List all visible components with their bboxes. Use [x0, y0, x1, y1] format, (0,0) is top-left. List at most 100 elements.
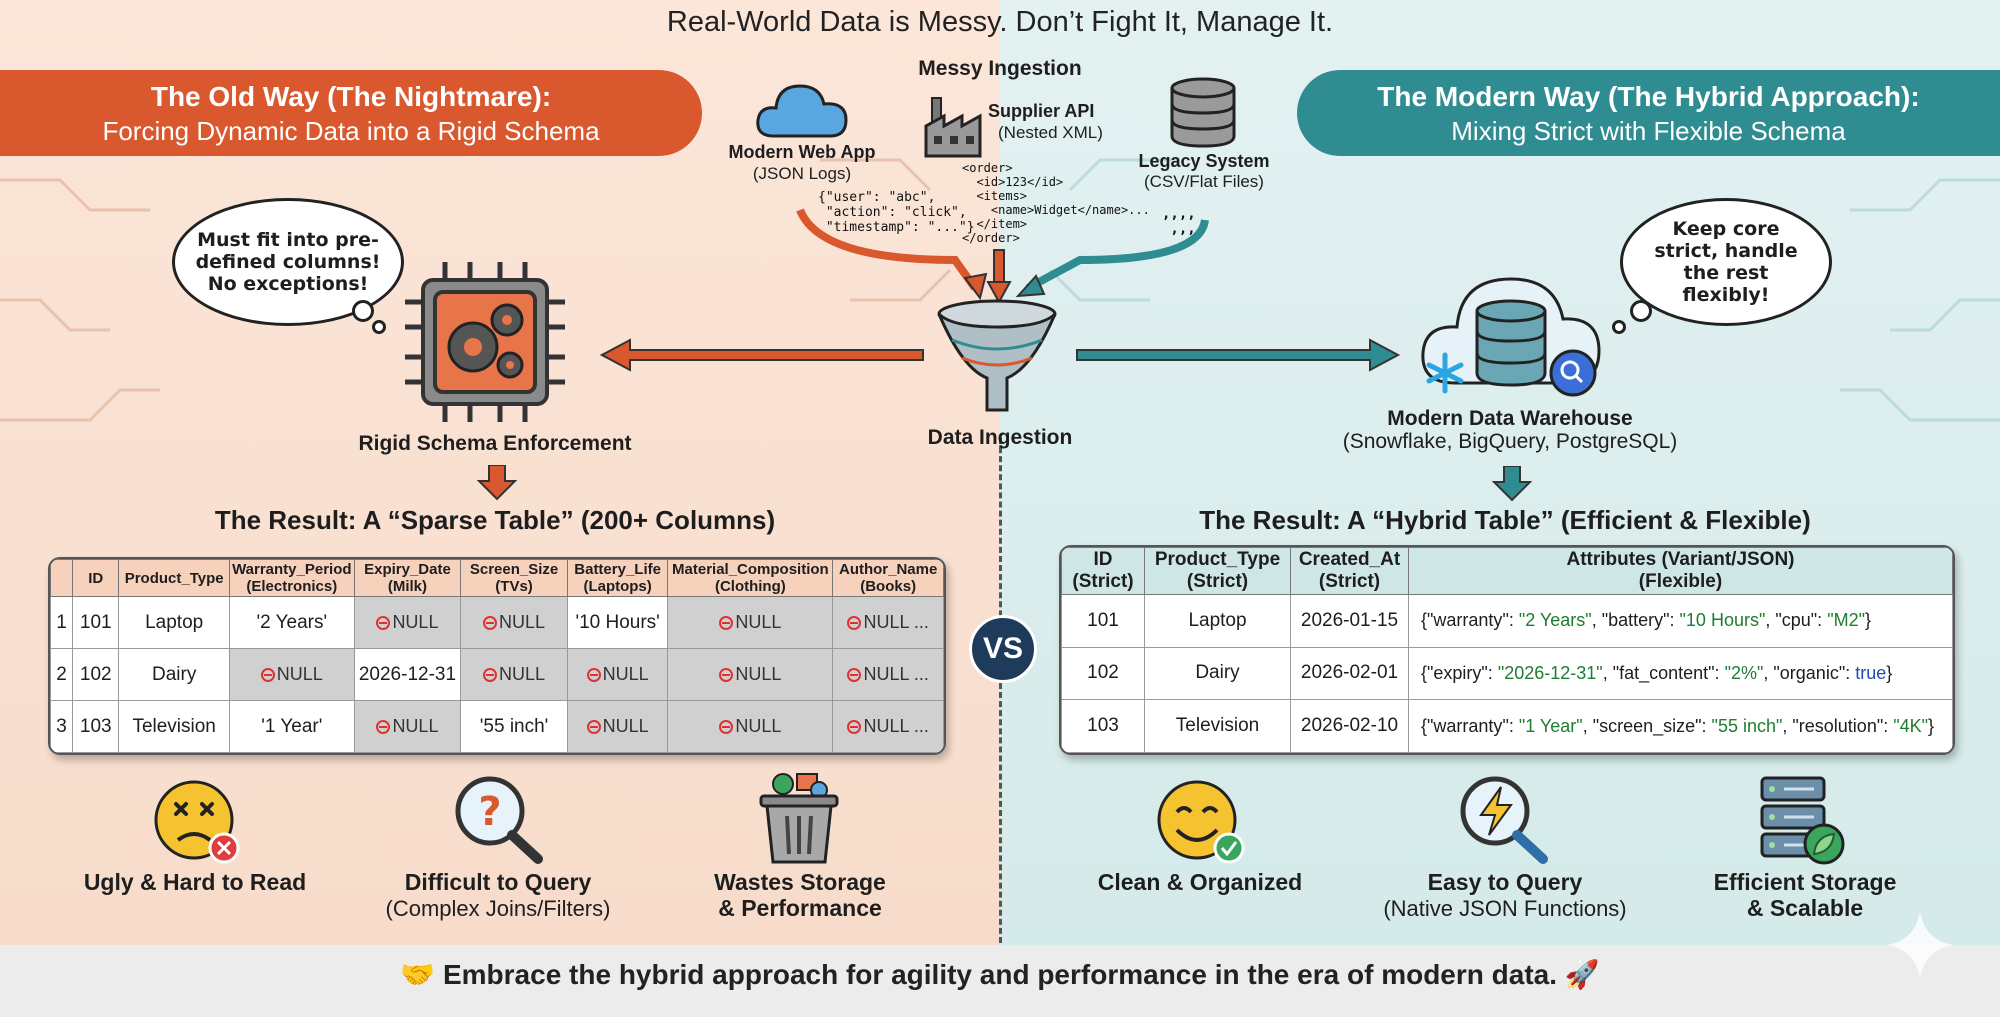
cell-value: NULL — [392, 716, 439, 736]
new-way-banner: The Modern Way (The Hybrid Approach): Mi… — [1297, 70, 2000, 156]
table-cell: 2026-01-15 — [1290, 594, 1409, 648]
new-feature-query: Easy to Query — [1427, 869, 1583, 895]
table-cell: Dairy — [118, 648, 230, 701]
cell-value: 101 — [79, 611, 112, 633]
cell-value: Television — [132, 715, 216, 737]
table-cell: 2 — [50, 648, 74, 701]
old-feature-query: Difficult to Query — [404, 869, 592, 895]
table-cell: NULL — [353, 596, 462, 649]
sparse-header-sub: (Clothing) — [714, 578, 786, 595]
sparse-header-sub: (Laptops) — [583, 578, 652, 595]
old-feature-ugly: Ugly & Hard to Read — [83, 869, 307, 895]
sparse-header-main: Expiry_Date — [364, 561, 451, 578]
thought-dot — [352, 300, 374, 322]
cell-value: NULL — [735, 664, 782, 684]
thought-dot — [1612, 320, 1626, 334]
null-icon — [483, 616, 498, 631]
json-sample: {"user": "abc", "action": "click", "time… — [818, 190, 975, 235]
table-cell: 101 — [1061, 594, 1145, 648]
footer-bar — [0, 945, 2000, 1017]
cell-value: 3 — [56, 715, 67, 737]
cell-value: NULL ... — [863, 612, 929, 632]
table-cell: Television — [1144, 699, 1291, 753]
csv-sample: ,,,, ,,,, — [1162, 206, 1205, 237]
json-quote: " — [1518, 715, 1526, 736]
cell-value: 102 — [79, 663, 112, 685]
new-way-thought-bubble: Keep core strict, handle the rest flexib… — [1620, 198, 1832, 326]
json-quote: " — [1679, 610, 1686, 631]
table-cell: '2 Years' — [228, 596, 355, 649]
overflowing-trash-icon — [759, 773, 839, 864]
table-cell: 1 — [50, 596, 74, 649]
cell-value: NULL — [499, 664, 546, 684]
cell-value: NULL — [276, 664, 323, 684]
json-value: 55 inch — [1717, 715, 1776, 736]
table-cell: 2026-02-01 — [1290, 646, 1409, 701]
cell-value: NULL — [735, 716, 782, 736]
vs-badge: VS — [969, 615, 1037, 683]
hybrid-table-header: ID(Strict)Product_Type(Strict)Created_At… — [1061, 547, 1953, 595]
sparse-header-sub: (Electronics) — [246, 578, 338, 595]
null-icon — [376, 720, 391, 735]
old-way-thought-bubble: Must fit into pre-defined columns! No ex… — [172, 198, 404, 326]
table-cell: '55 inch' — [460, 700, 568, 753]
sparse-header-main: Author_Name — [838, 561, 938, 578]
null-icon — [719, 668, 734, 683]
json-quote: " — [1758, 610, 1766, 631]
database-icon — [1170, 77, 1236, 148]
json-key: fat_content — [1619, 662, 1709, 683]
arrow-right-icon — [1076, 338, 1400, 372]
sparse-header-cell: Product_Type — [118, 559, 230, 597]
new-feature-storage-line2: & Scalable — [1746, 895, 1864, 921]
null-icon — [260, 668, 275, 683]
sparse-header-main: Product_Type — [124, 569, 224, 587]
server-leaf-icon — [1760, 776, 1845, 865]
new-way-banner-title: The Modern Way (The Hybrid Approach): — [1377, 81, 1920, 112]
cloud-icon — [756, 84, 848, 138]
old-result-title: The Result: A “Sparse Table” (200+ Colum… — [214, 505, 776, 535]
table-cell: 101 — [72, 596, 120, 649]
warehouse-label: Modern Data Warehouse — [1387, 407, 1633, 430]
sparse-header-cell: ID — [72, 559, 120, 597]
new-feature-clean: Clean & Organized — [1097, 869, 1303, 895]
rigid-schema-label: Rigid Schema Enforcement — [358, 432, 632, 455]
hybrid-header-sub: (Strict) — [1186, 571, 1249, 592]
table-cell: NULL — [353, 700, 462, 753]
sparse-header-main: ID — [88, 569, 104, 587]
json-value: 10 Hours — [1685, 610, 1759, 631]
cell-value: '10 Hours' — [575, 611, 660, 633]
cell-value: NULL ... — [863, 716, 929, 736]
table-cell: NULL — [460, 596, 568, 649]
json-value: M2 — [1833, 610, 1859, 631]
json-quote: " — [1827, 610, 1834, 631]
null-icon — [376, 616, 391, 631]
handshake-icon: 🤝 — [400, 958, 436, 991]
null-icon — [847, 616, 862, 631]
cell-value: Dairy — [151, 663, 197, 685]
table-cell: NULL — [667, 596, 834, 649]
new-feature-storage: Efficient Storage — [1713, 869, 1897, 895]
hybrid-header-cell: ID(Strict) — [1061, 547, 1145, 595]
factory-icon — [924, 97, 982, 158]
sparse-header-sub: (Books) — [860, 578, 917, 595]
cell-value: NULL — [392, 612, 439, 632]
table-cell: Laptop — [118, 596, 230, 649]
sparse-header-cell: Author_Name(Books) — [832, 559, 944, 597]
json-value: 4K — [1899, 715, 1922, 736]
null-icon — [847, 720, 862, 735]
table-cell: NULL — [667, 648, 834, 701]
json-key: resolution — [1798, 715, 1877, 736]
json-value: true — [1855, 662, 1887, 683]
json-quote: " — [1497, 662, 1505, 683]
arrow-left-icon — [600, 338, 924, 372]
footer-message: 🤝 Embrace the hybrid approach for agilit… — [0, 958, 2000, 991]
json-quote: " — [1893, 715, 1900, 736]
json-quote: " — [1921, 715, 1929, 736]
cell-value: 2026-12-31 — [358, 663, 457, 685]
thought-dot — [372, 320, 386, 334]
table-cell: 103 — [1061, 699, 1145, 753]
